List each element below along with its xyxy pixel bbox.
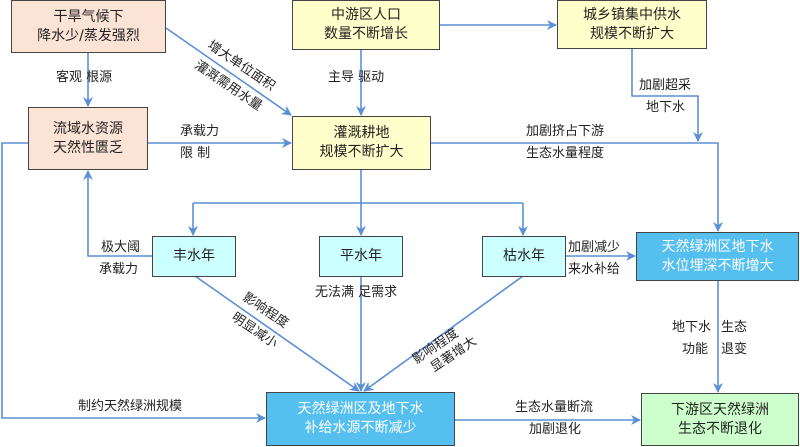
node-text: 灌溉耕地 [333, 125, 390, 141]
node-text: 干旱气候下 [53, 8, 124, 25]
label-reduce-supply-2: 来水补给 [568, 262, 621, 277]
arrow-irrigation-split [193, 170, 523, 204]
node-irrigation: 灌溉耕地 规模不断扩大 [292, 116, 431, 170]
node-wet-year: 丰水年 [152, 236, 236, 277]
label-eco-flow-2: 加剧退化 [529, 422, 582, 437]
label-objective-root: 客观 根源 [56, 70, 113, 85]
node-text: 枯水年 [503, 248, 545, 264]
node-recharge: 天然绿洲区及地下水 补给水源不断减少 [266, 392, 455, 446]
arrow-drought-to-irrigation [165, 27, 292, 116]
node-text: 天然性匮乏 [53, 139, 123, 156]
arrow-irrigation-to-groundwater [431, 142, 723, 232]
label-eco-2a: 功能 [682, 342, 709, 357]
label-threshold-1: 极大阈 [101, 240, 141, 255]
node-urban-supply: 城乡镇集中供水 规模不断扩大 [557, 0, 707, 49]
node-text: 城乡镇集中供水 [583, 6, 681, 23]
arrow-wet-to-recharge [194, 275, 360, 392]
node-text: 规模不断扩大 [590, 25, 674, 42]
node-normal-year: 平水年 [319, 236, 403, 277]
node-population: 中游区人口 数量不断增长 [292, 0, 440, 50]
label-eco-1a: 地下水 [672, 320, 712, 335]
label-capacity-1: 承载力 [180, 124, 220, 139]
node-groundwater-depth: 天然绿洲区地下水 水位埋深不断增大 [636, 232, 799, 281]
node-dry-year: 枯水年 [482, 236, 566, 277]
label-capacity-2: 限 制 [180, 146, 211, 161]
node-text: 水位埋深不断增大 [661, 257, 774, 274]
label-unmet-demand: 无法满 足需求 [315, 285, 398, 300]
arrow-dry-to-recharge [363, 275, 524, 392]
label-squeeze-1: 加剧挤占下游 [526, 124, 605, 139]
node-text: 下游区天然绿洲 [671, 401, 769, 418]
node-text: 补给水源不断减少 [304, 420, 417, 436]
node-text: 天然绿洲区及地下水 [297, 401, 424, 417]
label-over-exploit-1: 加剧超采 [639, 78, 692, 93]
label-eco-1b: 生态 [721, 320, 748, 335]
label-leading-drive: 主导 驱动 [328, 70, 385, 85]
label-restrict-oasis: 制约天然绿洲规模 [78, 399, 183, 414]
node-text: 降水少/蒸发强烈 [37, 27, 140, 44]
arrow-urban-to-groundwater [631, 49, 703, 142]
arrow-wet-to-resource [83, 170, 152, 257]
node-text: 中游区人口 [331, 7, 401, 23]
node-downstream: 下游区天然绿洲 生态不断退化 [641, 393, 799, 446]
node-water-resource: 流域水资源 天然性匮乏 [28, 107, 148, 170]
node-text: 流域水资源 [53, 120, 123, 137]
label-over-exploit-2: 地下水 [646, 100, 686, 115]
node-text: 规模不断扩大 [319, 144, 404, 160]
label-reduce-supply-1: 加剧减少 [568, 240, 621, 255]
label-squeeze-2: 生态水量程度 [526, 146, 605, 161]
label-eco-2b: 退变 [721, 342, 748, 357]
node-text: 数量不断增长 [324, 26, 408, 42]
label-threshold-2: 承载力 [99, 262, 139, 277]
label-eco-flow-1: 生态水量断流 [515, 400, 594, 415]
node-text: 丰水年 [173, 248, 215, 264]
node-text: 平水年 [340, 248, 382, 264]
node-text: 天然绿洲区地下水 [661, 238, 774, 255]
node-drought: 干旱气候下 降水少/蒸发强烈 [11, 0, 166, 53]
arrow-resource-to-recharge [1, 142, 266, 423]
node-text: 生态不断退化 [678, 420, 762, 437]
